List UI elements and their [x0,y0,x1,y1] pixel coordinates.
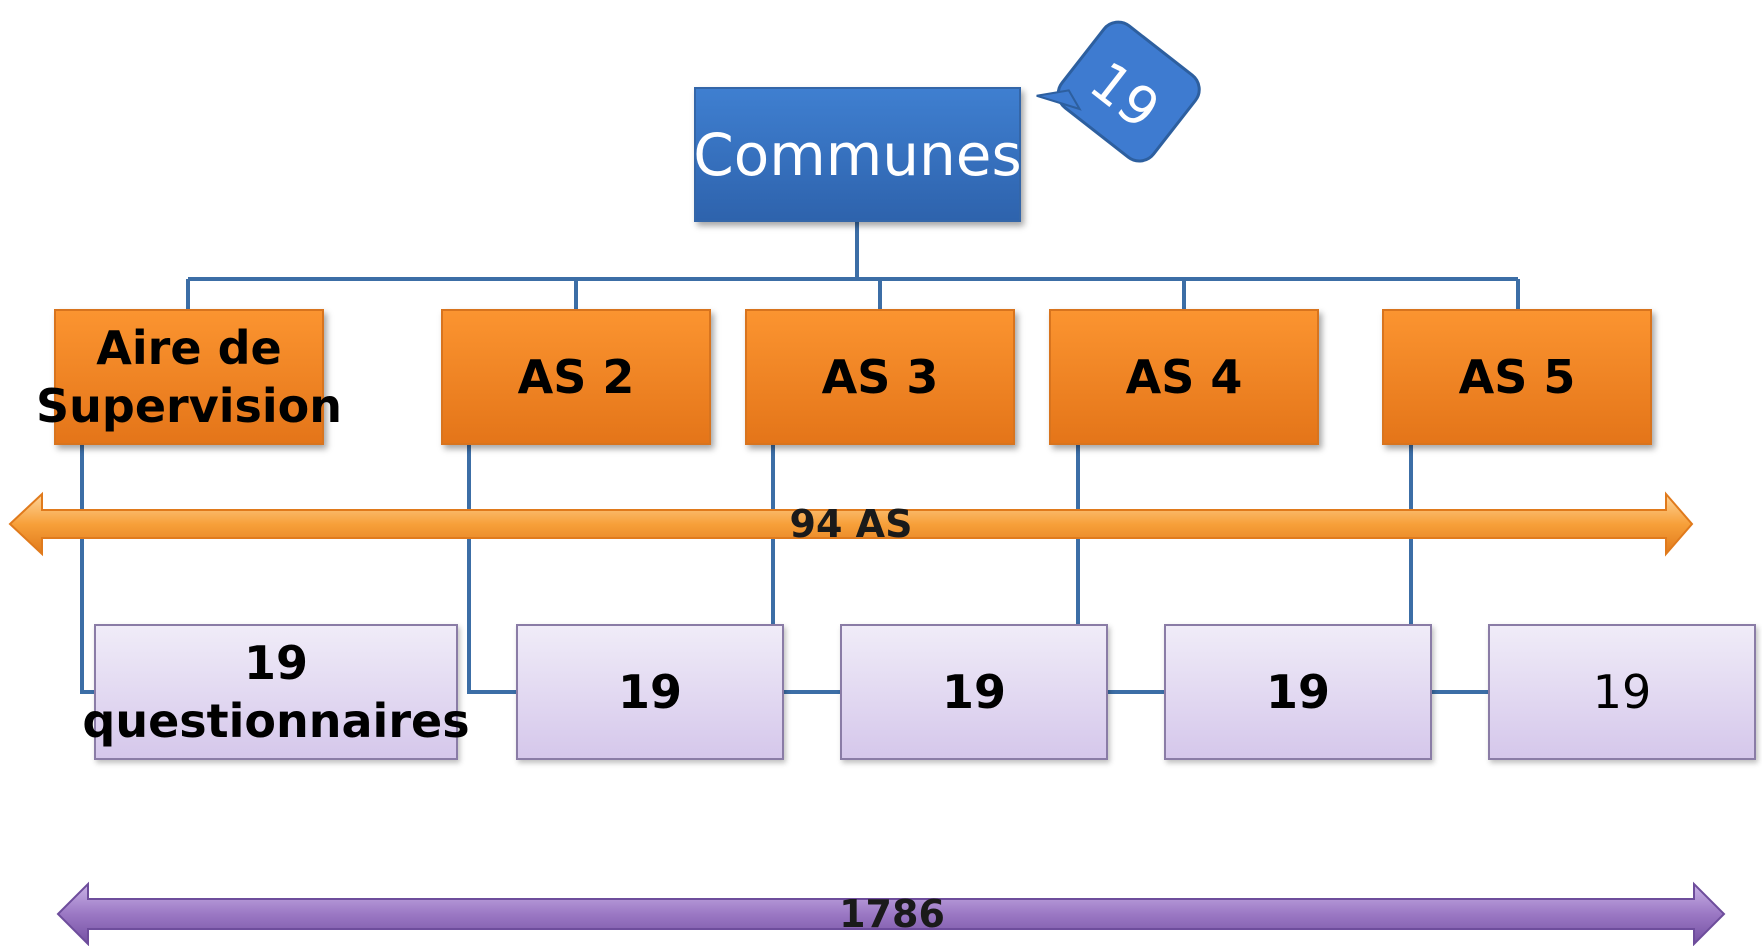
questionnaire-label: 19 questionnaires [82,636,470,748]
area-to-questionnaire-connectors [80,445,1488,694]
area-label: AS 5 [1458,350,1576,404]
areas-total-label: 94 AS [789,502,913,546]
area-box-as3: AS 3 [745,309,1015,445]
area-box-as5: AS 5 [1382,309,1652,445]
area-box-as2: AS 2 [441,309,711,445]
communes-label: Communes [693,120,1022,189]
area-box-supervision: Aire de Supervision [36,309,342,445]
questionnaire-box-1: 19 questionnaires [82,624,470,760]
communes-box: Communes [693,87,1022,222]
questionnaire-label: 19 [941,665,1006,719]
questionnaire-box-4: 19 [1164,624,1432,760]
questionnaire-box-3: 19 [840,624,1108,760]
area-box-as4: AS 4 [1049,309,1319,445]
areas-total-arrow [8,491,1694,557]
link-area-2 [467,445,516,694]
questionnaire-label: 19 [1592,665,1652,719]
area-label: AS 2 [517,350,635,404]
area-label: AS 4 [1125,350,1243,404]
callout-bubble [1036,20,1201,163]
area-label: Aire de Supervision [36,321,342,433]
questionnaire-box-5: 19 [1488,624,1756,760]
questionnaire-label: 19 [1265,665,1330,719]
area-label: AS 3 [821,350,939,404]
questionnaire-box-2: 19 [516,624,784,760]
questionnaires-total-label: 1786 [839,892,945,936]
questionnaire-label: 19 [617,665,682,719]
questionnaires-total-arrow [56,881,1726,946]
tree-connectors [186,222,1520,309]
